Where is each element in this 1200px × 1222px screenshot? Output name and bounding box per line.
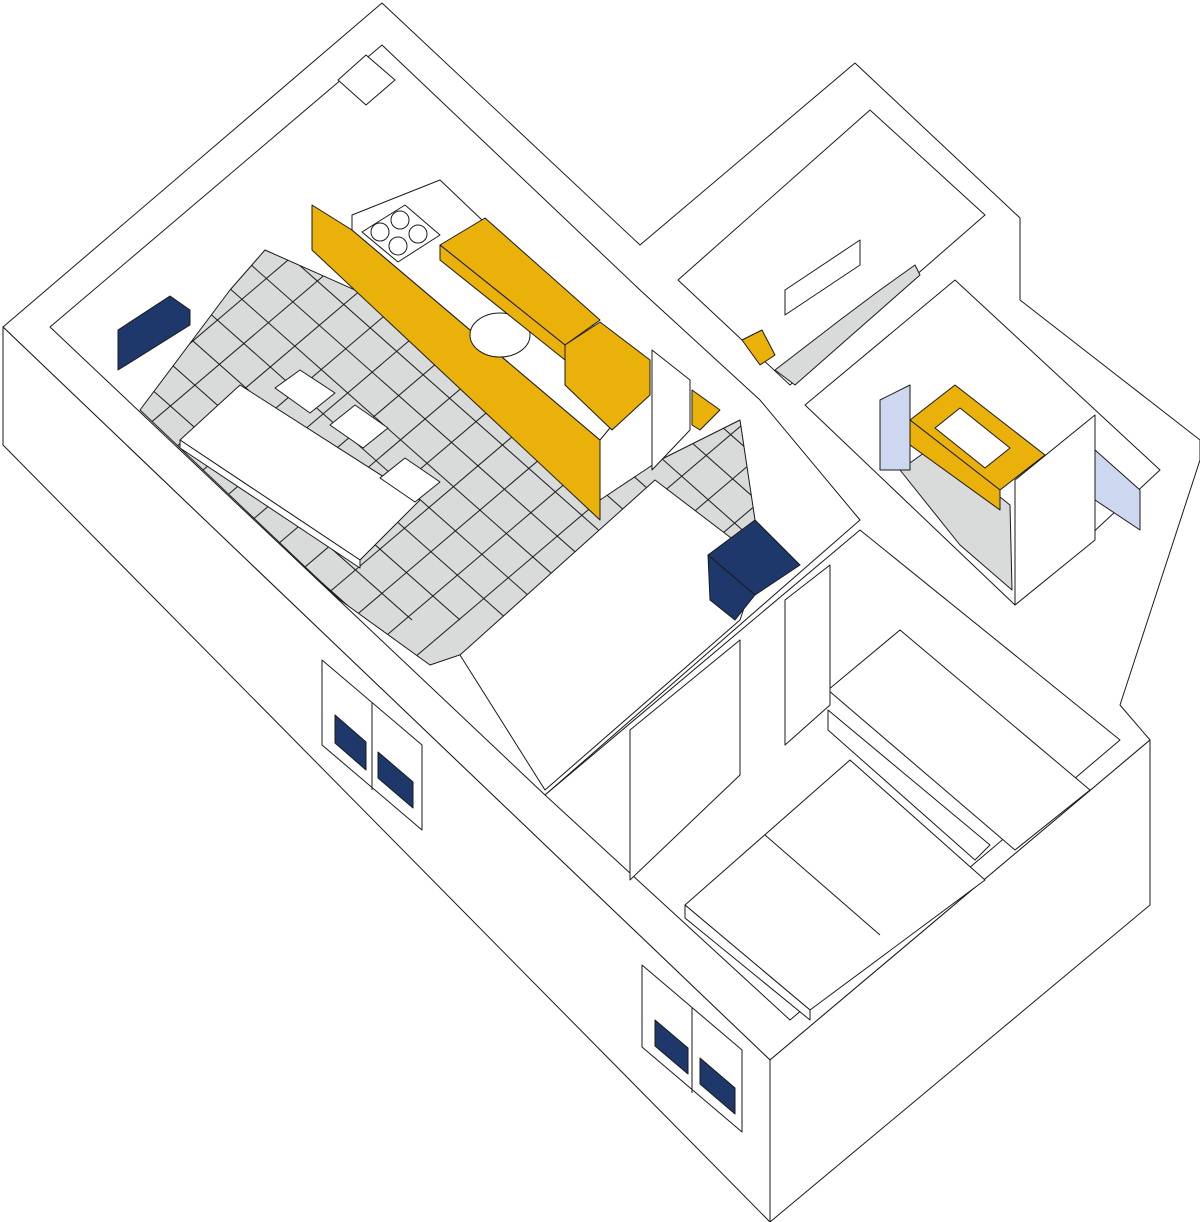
- window-pane: [334, 714, 367, 771]
- tile-line: [140, 250, 605, 621]
- tile-line: [140, 250, 701, 621]
- exterior-wall-right: [769, 739, 1151, 1222]
- bathroom-vanity[interactable]: [741, 329, 776, 366]
- wardrobe[interactable]: [827, 629, 1091, 851]
- dining-table-edge: [179, 439, 361, 569]
- window-pane: [377, 751, 414, 809]
- tile-line: [140, 250, 755, 665]
- tile-line: [140, 250, 595, 665]
- tile-line: [140, 250, 703, 665]
- shower-partition: [1014, 414, 1096, 606]
- storage-cube-front: [707, 554, 756, 621]
- radiator: [784, 239, 861, 316]
- window-right: [641, 964, 743, 1133]
- wardrobe-shelf: [827, 709, 991, 861]
- burner: [390, 210, 410, 230]
- window-pane: [699, 1057, 736, 1115]
- bathroom-floor[interactable]: [774, 264, 921, 386]
- hall-wall-segment: [784, 564, 831, 746]
- burner: [370, 222, 390, 242]
- chimney: [337, 54, 396, 106]
- bathtub-basin: [934, 407, 1011, 469]
- sink[interactable]: [469, 312, 531, 358]
- bathtub-front: [909, 419, 1001, 511]
- partition-wall: [651, 349, 691, 471]
- tile-line: [387, 250, 755, 665]
- tile-line: [140, 250, 653, 621]
- burner: [408, 224, 428, 244]
- bedroom-door-wall: [629, 639, 741, 881]
- window-pane: [654, 1019, 689, 1075]
- chair[interactable]: [379, 457, 441, 503]
- kitchen-base-cabinets[interactable]: [311, 204, 601, 521]
- window-left: [321, 659, 423, 831]
- window-seat-cushion: [117, 295, 191, 371]
- wall-tiles: [879, 384, 911, 471]
- tile-line: [140, 250, 649, 665]
- bed-front: [684, 904, 811, 1021]
- cooktop[interactable]: [361, 204, 441, 263]
- bed-pillow-line: [764, 834, 881, 936]
- hall-cabinet[interactable]: [691, 389, 721, 431]
- chair[interactable]: [329, 404, 389, 449]
- wall-cabinet[interactable]: [564, 321, 651, 431]
- burner: [388, 236, 408, 256]
- chair[interactable]: [274, 369, 336, 414]
